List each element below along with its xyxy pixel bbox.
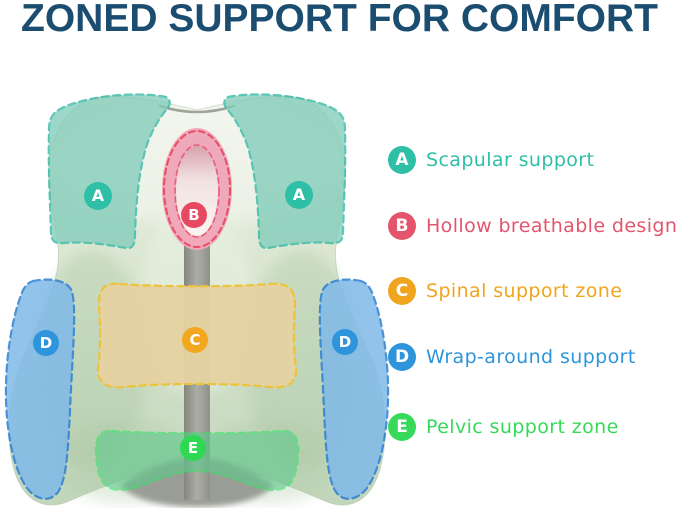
legend-label-wrap: Wrap-around support — [426, 346, 636, 368]
legend-badge-d: D — [388, 343, 416, 371]
zone-badge-hollow: B — [181, 202, 207, 228]
page-title: ZONED SUPPORT FOR COMFORT — [21, 0, 658, 40]
legend-label-spinal: Spinal support zone — [426, 280, 623, 302]
zone-e-region — [94, 429, 300, 492]
zone-badge-pelvic: E — [180, 435, 206, 461]
zone-d-left-region — [4, 278, 76, 500]
zone-badge-wrap-right: D — [332, 329, 358, 355]
zone-a-right-region — [223, 93, 347, 250]
zone-c-outline — [96, 282, 298, 389]
legend-item-pelvic: E Pelvic support zone — [388, 413, 619, 441]
cushion-drawing — [4, 93, 390, 507]
cushion-illustration: A A B C D D E — [0, 60, 390, 508]
zone-badge-wrap-left: D — [33, 330, 59, 356]
legend-label-scapular: Scapular support — [426, 149, 595, 171]
zone-a-left-region — [47, 93, 171, 250]
legend-badge-a: A — [388, 146, 416, 174]
legend-label-hollow: Hollow breathable design — [426, 215, 678, 237]
zone-b-inner-outline — [174, 144, 220, 238]
zone-b-outline — [163, 130, 231, 248]
legend-item-scapular: A Scapular support — [388, 146, 594, 174]
zone-badge-scapular-left: A — [84, 182, 112, 210]
legend-item-wrap: D Wrap-around support — [388, 343, 636, 371]
legend-badge-e: E — [388, 413, 416, 441]
legend-item-hollow: B Hollow breathable design — [388, 212, 677, 240]
zone-badge-scapular-right: A — [285, 181, 313, 209]
zone-badge-spinal: C — [182, 327, 208, 353]
legend-badge-b: B — [388, 212, 416, 240]
legend-item-spinal: C Spinal support zone — [388, 277, 622, 305]
legend-label-pelvic: Pelvic support zone — [426, 416, 619, 438]
legend-badge-c: C — [388, 277, 416, 305]
